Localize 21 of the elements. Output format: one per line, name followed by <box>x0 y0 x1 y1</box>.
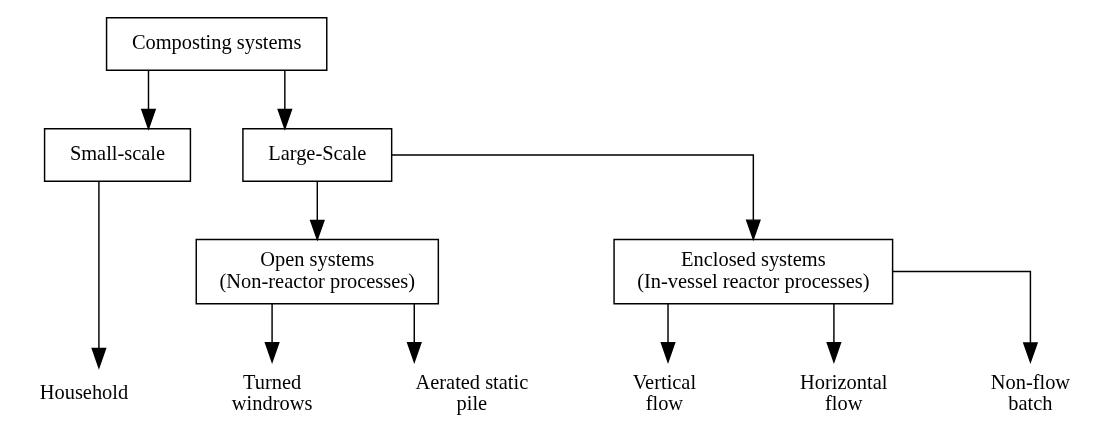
node-text: Household <box>39 380 129 403</box>
node-box: Composting systems <box>105 16 328 71</box>
arrow <box>826 302 842 364</box>
node-box: Enclosed systems (In-vessel reactor processes) <box>613 238 894 304</box>
node-text: Aerated static pile <box>415 370 529 414</box>
arrow <box>391 153 761 241</box>
arrow <box>891 270 1039 364</box>
node-box: Open systems (Non-reactor processes) <box>195 238 440 304</box>
node-text: Vertical flow <box>632 370 697 414</box>
arrow <box>140 69 157 131</box>
node-box: Small-scale <box>43 127 192 182</box>
node-text: Turned windrows <box>231 370 313 414</box>
node-text: Non-flow batch <box>990 370 1071 414</box>
arrow <box>660 302 676 364</box>
arrow <box>309 180 325 242</box>
arrow <box>264 302 280 364</box>
node-box: Large-Scale <box>242 127 393 182</box>
arrow <box>406 302 422 364</box>
arrow <box>277 69 293 131</box>
arrow <box>91 180 107 370</box>
node-text: Horizontal flow <box>800 370 888 414</box>
